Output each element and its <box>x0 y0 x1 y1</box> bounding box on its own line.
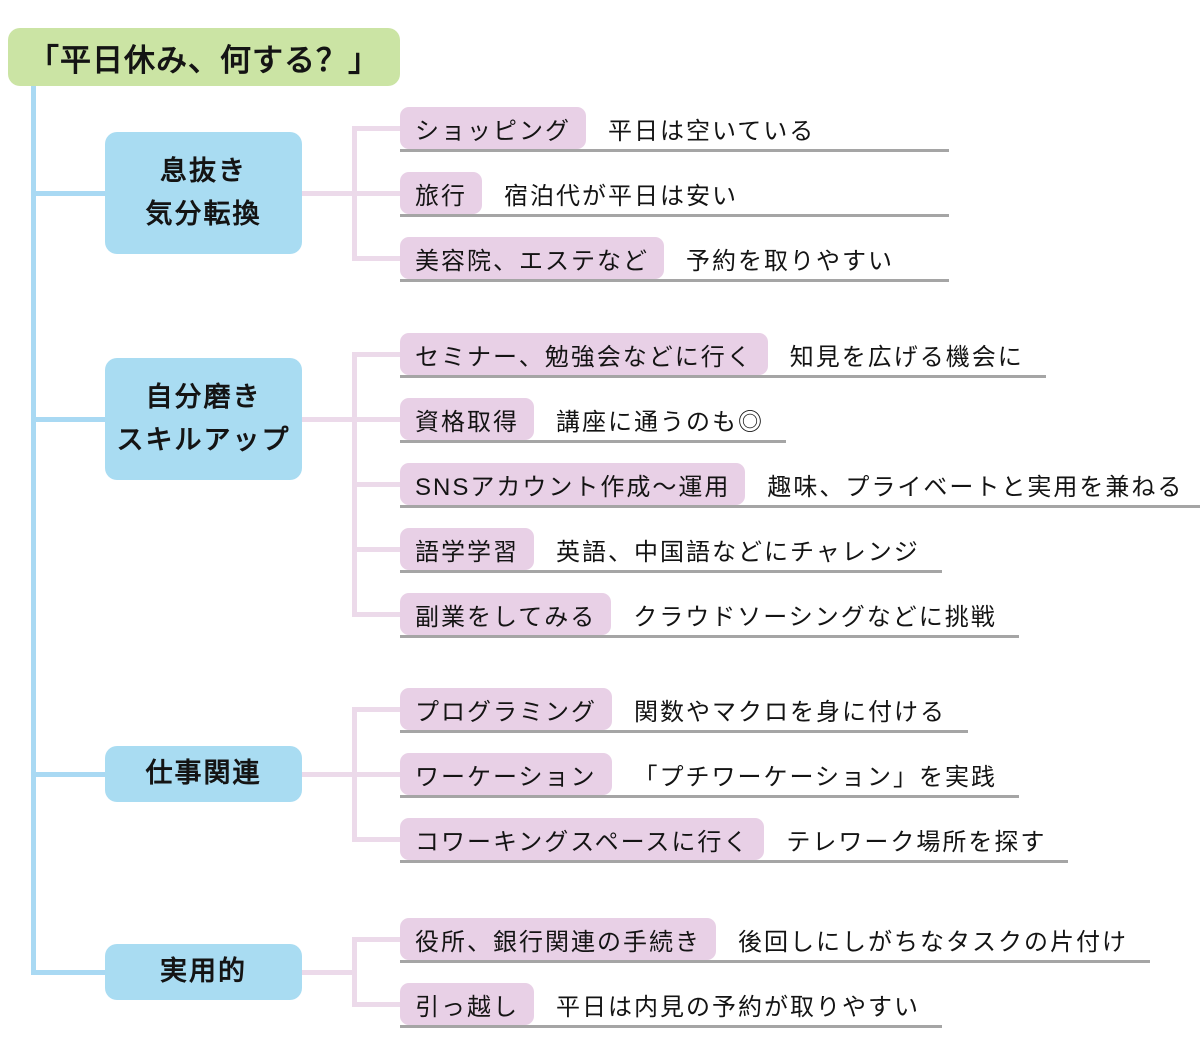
category-branch-line <box>31 190 105 196</box>
item-row: 引っ越し平日は内見の予約が取りやすい <box>400 983 942 1028</box>
item-tag-node: プログラミング <box>400 688 612 730</box>
item-row: セミナー、勉強会などに行く知見を広げる機会に <box>400 333 1046 378</box>
item-tag-node: 美容院、エステなど <box>400 237 664 279</box>
category-node: 息抜き気分転換 <box>105 132 302 254</box>
item-branch-line <box>352 706 400 712</box>
item-tag-node: 役所、銀行関連の手続き <box>400 918 716 960</box>
item-branch-line <box>352 351 400 357</box>
category-label: スキルアップ <box>116 425 291 455</box>
item-description: 宿泊代が平日は安い <box>504 182 738 210</box>
item-description: クラウドソーシングなどに挑戦 <box>633 603 997 631</box>
item-row: 資格取得講座に通うのも◎ <box>400 398 786 443</box>
item-branch-line <box>352 611 400 617</box>
item-row: ショッピング平日は空いている <box>400 107 949 152</box>
item-tag-node: 資格取得 <box>400 398 534 440</box>
item-description: 講座に通うのも◎ <box>556 408 764 436</box>
item-description: 関数やマクロを身に付ける <box>634 698 946 726</box>
item-tag-node: 引っ越し <box>400 983 534 1025</box>
item-description: 後回しにしがちなタスクの片付け <box>738 928 1128 956</box>
item-row: コワーキングスペースに行くテレワーク場所を探す <box>400 818 1069 863</box>
item-row: 語学学習英語、中国語などにチャレンジ <box>400 528 942 573</box>
category-label: 仕事関連 <box>145 758 262 789</box>
item-row: 役所、銀行関連の手続き後回しにしがちなタスクの片付け <box>400 918 1150 963</box>
item-row: プログラミング関数やマクロを身に付ける <box>400 688 968 733</box>
item-description: 平日は空いている <box>608 117 816 145</box>
item-description: 英語、中国語などにチャレンジ <box>556 538 920 566</box>
item-trunk-line <box>352 936 357 1007</box>
category-label: 自分磨き <box>145 381 262 412</box>
category-branch-line <box>31 771 105 777</box>
item-branch-line <box>352 481 400 487</box>
item-group-connector-line <box>302 969 357 975</box>
category-label: 実用的 <box>160 956 247 987</box>
category-branch-line <box>31 969 105 975</box>
item-tag-node: ワーケーション <box>400 753 612 795</box>
item-tag-node: SNSアカウント作成～運用 <box>400 463 746 505</box>
item-branch-line <box>352 1001 400 1007</box>
item-branch-line <box>352 255 400 261</box>
item-description: 知見を広げる機会に <box>789 343 1024 371</box>
item-tag-node: ショッピング <box>400 107 586 149</box>
category-node: 実用的 <box>105 944 302 1000</box>
item-group-connector-line <box>302 416 357 422</box>
category-label: 気分転換 <box>145 199 262 229</box>
item-tag-node: コワーキングスペースに行く <box>400 818 765 860</box>
root-topic-label: 「平日休み、何する？」 <box>28 42 380 78</box>
item-row: SNSアカウント作成～運用趣味、プライベートと実用を兼ねる <box>400 463 1200 508</box>
category-branch-line <box>31 416 105 422</box>
item-group-connector-line <box>302 771 357 777</box>
item-branch-line <box>352 416 400 422</box>
item-branch-line <box>352 546 400 552</box>
item-tag-node: 旅行 <box>400 172 482 214</box>
root-topic-box: 「平日休み、何する？」 <box>8 28 400 86</box>
item-description: 平日は内見の予約が取りやすい <box>556 993 920 1021</box>
item-description: 予約を取りやすい <box>686 247 894 275</box>
item-description: テレワーク場所を探す <box>786 828 1047 856</box>
category-label: 息抜き <box>160 155 247 186</box>
item-branch-line <box>352 936 400 942</box>
item-tag-node: 語学学習 <box>400 528 534 570</box>
item-row: ワーケーション「プチワーケーション」を実践 <box>400 753 1020 798</box>
category-node: 自分磨きスキルアップ <box>105 358 302 480</box>
item-row: 副業をしてみるクラウドソーシングなどに挑戦 <box>400 593 1019 638</box>
item-branch-line <box>352 125 400 131</box>
item-description: 趣味、プライベートと実用を兼ねる <box>767 473 1184 501</box>
item-row: 美容院、エステなど予約を取りやすい <box>400 237 949 282</box>
item-branch-line <box>352 836 400 842</box>
item-description: 「プチワーケーション」を実践 <box>633 763 998 791</box>
spine-line <box>31 86 36 975</box>
item-tag-node: 副業をしてみる <box>400 593 612 635</box>
item-tag-node: セミナー、勉強会などに行く <box>400 333 768 375</box>
category-node: 仕事関連 <box>105 746 302 802</box>
item-branch-line <box>352 771 400 777</box>
item-row: 旅行宿泊代が平日は安い <box>400 172 949 217</box>
item-group-connector-line <box>302 190 357 196</box>
item-branch-line <box>352 190 400 196</box>
